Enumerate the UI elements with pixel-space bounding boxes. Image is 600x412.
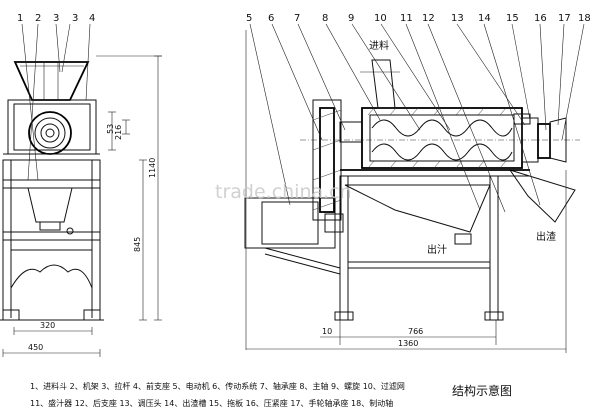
part-number-9: 9: [348, 13, 354, 24]
part-number-18: 18: [578, 13, 591, 24]
part-number-2: 2: [35, 13, 41, 24]
front-view: [0, 23, 162, 357]
part-number-12: 12: [422, 13, 435, 24]
dim-450: 450: [28, 343, 43, 352]
legend-line-2: 11、盛汁器 12、后支座 13、调压头 14、出渣槽 15、拖板 16、压紧座…: [30, 399, 394, 408]
parts-legend: 1、进料斗 2、机架 3、拉杆 4、前支座 5、电动机 6、传动系统 7、轴承座…: [30, 378, 450, 412]
part-number-3: 3: [53, 13, 59, 24]
part-number-15: 15: [506, 13, 519, 24]
part-number-5: 5: [246, 13, 252, 24]
part-number-13: 13: [451, 13, 464, 24]
dim-1360: 1360: [398, 339, 418, 348]
juice-outlet-label: 出汁: [427, 243, 447, 256]
dim-845: 845: [133, 237, 142, 252]
legend-line-1: 1、进料斗 2、机架 3、拉杆 4、前支座 5、电动机 6、传动系统 7、轴承座…: [30, 382, 405, 391]
dim-320: 320: [40, 321, 55, 330]
part-number-3b: 3: [72, 13, 78, 24]
part-number-4: 4: [89, 13, 95, 24]
part-number-7: 7: [294, 13, 300, 24]
dim-766: 766: [408, 327, 423, 336]
part-number-16: 16: [534, 13, 547, 24]
inlet-label: 进料: [369, 39, 389, 52]
part-number-17: 17: [558, 13, 571, 24]
watermark: trade.china.cn: [215, 181, 352, 203]
dim-53: 53: [106, 124, 115, 134]
dim-1140: 1140: [148, 158, 157, 178]
part-number-1: 1: [17, 13, 23, 24]
side-view: [244, 23, 585, 353]
part-number-8: 8: [322, 13, 328, 24]
dim-216: 216: [114, 125, 123, 140]
dim-10: 10: [322, 327, 332, 336]
residue-outlet-label: 出渣: [536, 230, 556, 243]
part-number-10: 10: [374, 13, 387, 24]
figure-caption: 结构示意图: [452, 384, 513, 398]
part-number-14: 14: [478, 13, 491, 24]
part-number-6: 6: [268, 13, 274, 24]
part-number-11: 11: [400, 13, 413, 24]
